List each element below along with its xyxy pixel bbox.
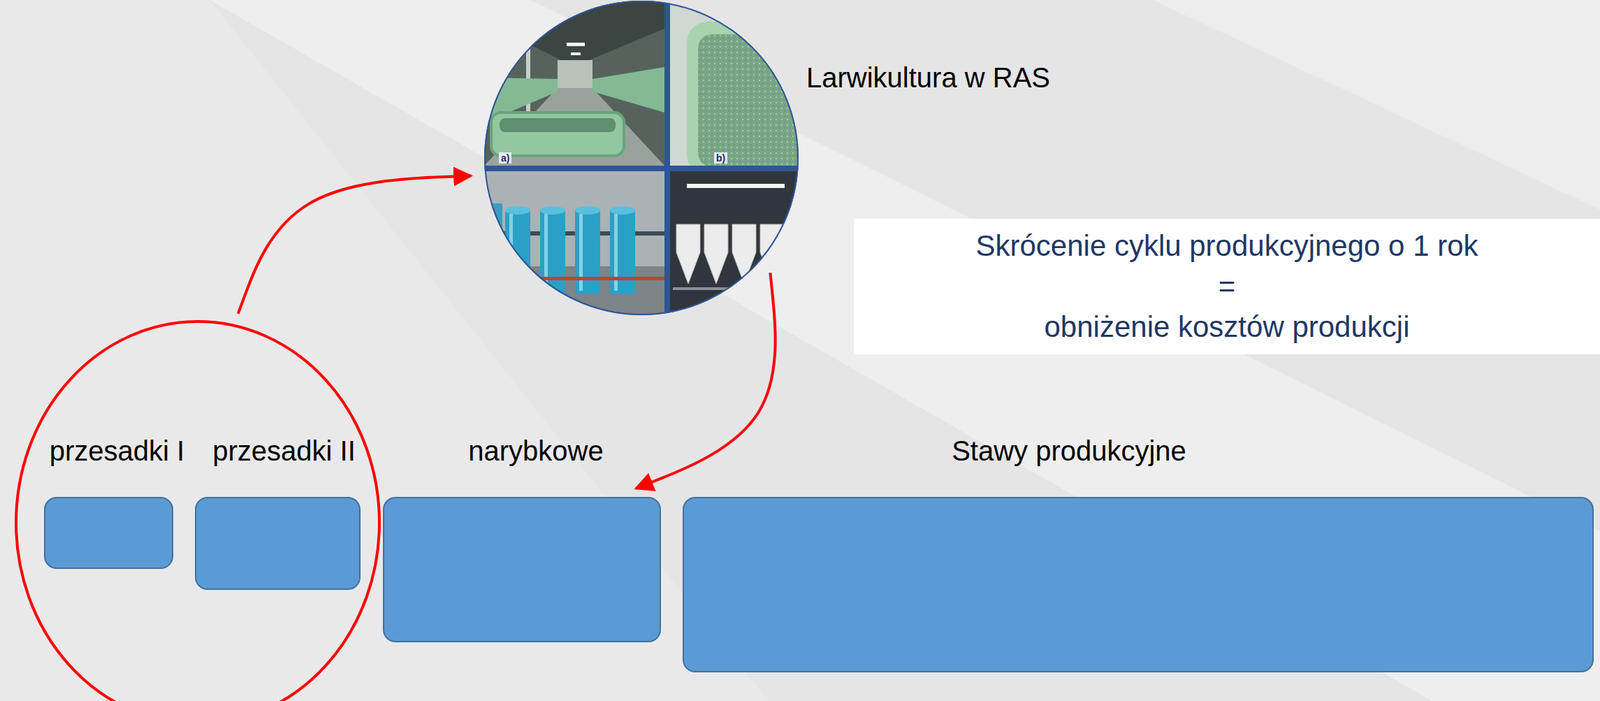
illustration-part: [592, 67, 665, 113]
illustration-part: [484, 171, 665, 316]
illustration-part: [484, 1, 798, 315]
flow-arrow: [635, 272, 776, 489]
illustration-part: [499, 118, 616, 133]
illustration-part: [1152, 0, 1600, 210]
illustration-part: [686, 183, 785, 188]
illustration-part: [697, 34, 799, 167]
illustration-part: [686, 21, 799, 176]
note-text: obniżenie kosztów produkcji: [1044, 306, 1410, 348]
illustration-part: [505, 210, 531, 295]
illustration-part: [676, 224, 701, 284]
pond-box: narybkowe: [382, 496, 661, 643]
illustration-part: [505, 206, 531, 215]
ras-photo: [484, 0, 799, 316]
illustration-part: [484, 0, 799, 316]
node-label: przesadki I: [49, 433, 185, 468]
illustration-part: [566, 42, 585, 47]
illustration-part: [557, 60, 593, 89]
illustration-part: [570, 52, 581, 56]
photo-tag: b): [714, 152, 728, 164]
illustration-part: [540, 210, 566, 295]
note-text: =: [1218, 266, 1236, 307]
illustration-part: [540, 206, 566, 215]
illustration-part: [526, 28, 531, 120]
illustration-part: [491, 112, 624, 156]
ring-ellipse: [16, 321, 380, 701]
flow-arrow: [238, 176, 472, 314]
illustration-part: [484, 203, 503, 302]
ras-photo-circle: Larwikultura w RAS: [484, 0, 799, 316]
illustration-part: [209, 0, 1600, 701]
highlight-ring: przesadki I przesadki II: [14, 320, 381, 701]
illustration-part: [760, 224, 784, 284]
note-text: Skrócenie cyklu produkcyjnego o 1 rok: [975, 225, 1478, 267]
illustration-part: [484, 276, 665, 281]
illustration-part: [609, 210, 636, 295]
pond-box: przesadki II: [194, 496, 361, 590]
illustration-part: [484, 0, 665, 166]
illustration-part: [697, 34, 799, 167]
node-label: Stawy produkcyjne: [951, 433, 1187, 468]
illustration-part: [575, 210, 601, 295]
node-label: Larwikultura w RAS: [806, 60, 1051, 95]
illustration-part: [664, 0, 671, 316]
illustration-part: [484, 266, 665, 316]
pond-box: Stawy produkcyjne: [682, 496, 1594, 673]
photo-tag: a): [498, 152, 512, 164]
illustration-part: [704, 224, 729, 284]
illustration-part: [484, 165, 799, 172]
illustration-part: [509, 213, 513, 291]
note-box: Skrócenie cyklu produkcyjnego o 1 rok=ob…: [853, 218, 1600, 355]
illustration-part: [484, 0, 665, 61]
illustration-part: [732, 224, 756, 284]
illustration-part: [672, 287, 792, 290]
node-label: przesadki II: [212, 433, 356, 468]
illustration-part: [609, 206, 636, 215]
illustration-part: [670, 171, 799, 316]
illustration-part: [575, 206, 601, 215]
node-label: narybkowe: [468, 433, 603, 468]
illustration-part: [0, 0, 769, 701]
pond-box: przesadki I: [44, 496, 174, 569]
